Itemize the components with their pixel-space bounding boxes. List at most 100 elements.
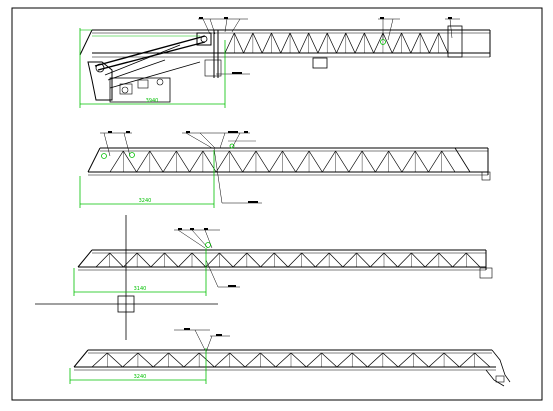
truss-member: [274, 252, 289, 268]
truss-member: [183, 352, 200, 368]
view-3-pick-box: [117, 295, 135, 313]
truss-member: [252, 32, 263, 54]
truss-member: [122, 150, 137, 173]
view-2-dimension: 3240: [79, 143, 235, 208]
truss-member: [438, 252, 453, 268]
truss-member: [410, 32, 421, 54]
truss-member: [336, 32, 347, 54]
truss-member: [290, 352, 307, 368]
truss-member: [164, 252, 179, 268]
truss-member: [367, 352, 384, 368]
truss-member: [306, 352, 322, 368]
truss-member: [428, 352, 445, 368]
truss-member: [215, 150, 230, 173]
truss-member: [321, 352, 338, 368]
view-3-boom: 3140: [35, 215, 493, 340]
view-1-boom-assembly: 3940: [79, 17, 491, 108]
truss-member: [191, 252, 206, 268]
truss-member: [315, 252, 330, 268]
truss-member: [370, 252, 385, 268]
truss-member: [242, 150, 257, 173]
truss-member: [322, 150, 336, 173]
sheet-border: [11, 7, 543, 401]
truss-member: [364, 32, 374, 54]
truss-member: [401, 150, 416, 173]
truss-member: [232, 252, 248, 268]
truss-member: [335, 150, 350, 173]
truss-member: [438, 32, 449, 54]
truss-member: [224, 32, 235, 54]
truss-member: [152, 352, 169, 368]
truss-member: [162, 150, 177, 173]
truss-member: [136, 150, 151, 173]
truss-member: [308, 32, 319, 54]
view-2-boom: 3240: [79, 131, 491, 208]
truss-member: [361, 150, 376, 173]
truss-member: [428, 150, 443, 173]
view-3-dimension-text: 3140: [134, 286, 147, 292]
view-4-boom: 3240: [69, 328, 511, 387]
truss-member: [219, 252, 234, 268]
truss-member: [342, 252, 357, 268]
view-3-callouts: [174, 228, 240, 288]
truss-member: [452, 252, 467, 268]
truss-member: [419, 32, 430, 54]
truss-member: [301, 252, 316, 268]
truss-member: [268, 150, 283, 173]
view-1-dimension-text: 3940: [146, 98, 159, 104]
truss-member: [168, 352, 185, 368]
view-3-truss-web: [95, 252, 481, 268]
truss-member: [150, 252, 165, 268]
truss-member: [243, 32, 254, 54]
truss-member: [255, 150, 270, 173]
view-1-truss-web: [224, 32, 449, 54]
truss-member: [271, 32, 282, 54]
truss-member: [178, 252, 193, 268]
view-1-hydraulic-cylinders: [94, 32, 212, 89]
view-1-callouts: [198, 17, 460, 75]
truss-member: [229, 352, 246, 368]
view-4-dimension: 3240: [69, 348, 207, 384]
truss-member: [382, 32, 393, 54]
truss-member: [382, 352, 399, 368]
truss-member: [391, 32, 402, 54]
truss-member: [280, 32, 291, 54]
truss-member: [345, 32, 356, 54]
truss-member: [317, 32, 328, 54]
truss-member: [229, 150, 243, 173]
truss-member: [356, 252, 371, 268]
truss-member: [336, 352, 353, 368]
truss-member: [260, 252, 275, 268]
truss-member: [189, 150, 204, 173]
truss-member: [109, 252, 124, 268]
view-4-truss-web: [91, 352, 491, 368]
truss-member: [137, 352, 154, 368]
truss-member: [282, 150, 297, 173]
truss-member: [205, 252, 220, 268]
view-1-dimension: 3940: [79, 28, 386, 108]
view-1-cab-structure: [87, 61, 113, 101]
truss-member: [289, 32, 300, 54]
truss-member: [411, 252, 426, 268]
truss-member: [214, 352, 231, 368]
truss-member: [443, 352, 460, 368]
truss-member: [123, 252, 138, 268]
truss-member: [373, 32, 384, 54]
truss-member: [348, 150, 363, 173]
truss-member: [107, 352, 123, 368]
truss-member: [383, 252, 398, 268]
truss-member: [466, 252, 481, 268]
truss-member: [326, 32, 337, 54]
truss-member: [233, 32, 244, 54]
truss-member: [149, 150, 164, 173]
view-2-truss-web: [109, 150, 456, 173]
truss-member: [299, 32, 309, 54]
truss-member: [109, 150, 124, 173]
truss-member: [261, 32, 272, 54]
truss-member: [275, 352, 292, 368]
truss-member: [287, 252, 302, 268]
truss-member: [122, 352, 139, 368]
view-4-dimension-text: 3240: [134, 374, 147, 380]
truss-member: [414, 150, 429, 173]
